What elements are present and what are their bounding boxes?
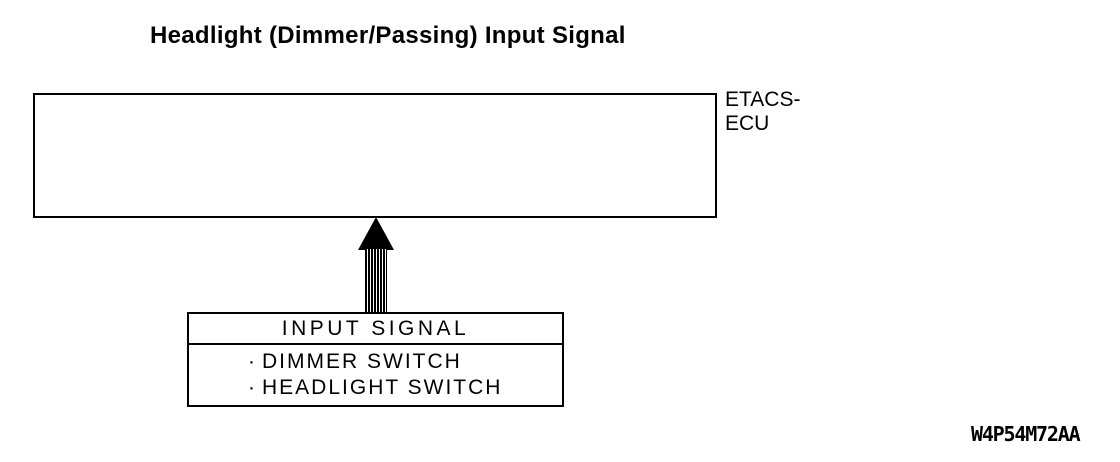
input-signal-list: · DIMMER SWITCH · HEADLIGHT SWITCH (189, 345, 562, 405)
up-arrow-head-icon (358, 217, 394, 250)
figure-code: W4P54M72AA (971, 422, 1081, 446)
input-signal-box: INPUT SIGNAL · DIMMER SWITCH · HEADLIGHT… (187, 312, 564, 407)
up-arrow-striped-shaft (365, 249, 387, 313)
bullet-dot-icon: · (248, 376, 255, 399)
list-item-label: DIMMER SWITCH (262, 350, 462, 373)
bullet-dot-icon: · (248, 350, 255, 373)
etacs-ecu-label: ETACS- ECU (725, 88, 801, 135)
list-item: · DIMMER SWITCH (241, 349, 562, 375)
list-item: · HEADLIGHT SWITCH (241, 375, 562, 401)
list-item-label: HEADLIGHT SWITCH (262, 376, 503, 399)
input-signal-header: INPUT SIGNAL (189, 314, 562, 345)
etacs-ecu-box (33, 93, 717, 218)
diagram-title: Headlight (Dimmer/Passing) Input Signal (150, 22, 626, 49)
